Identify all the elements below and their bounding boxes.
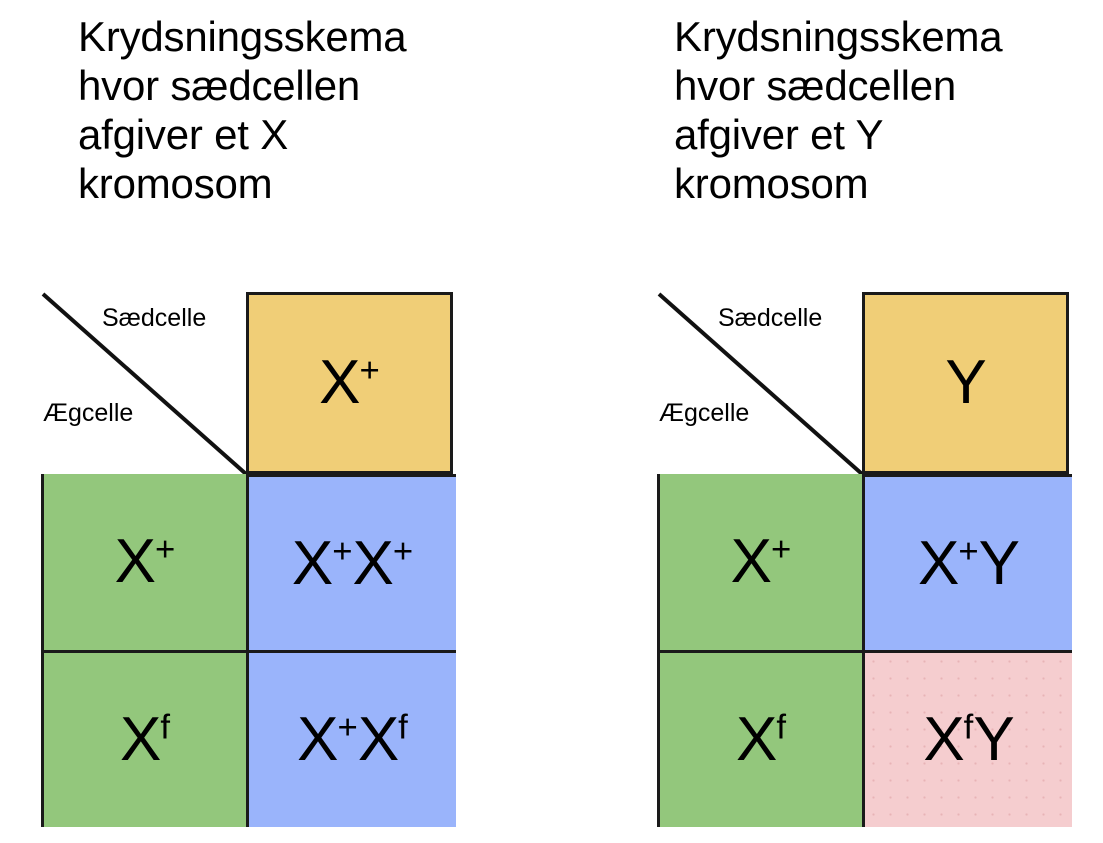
diagonal-divider-icon: [41, 292, 248, 476]
egg-gamete-label-left-1: X+: [114, 527, 176, 596]
offspring-label-right-r1c1: X+Y: [918, 528, 1020, 598]
axis-header-left: Sædcelle Ægcelle: [41, 292, 248, 476]
axis-label-sperm-left: Sædcelle: [102, 304, 207, 332]
egg-gamete-cell-right-2: Xf: [660, 650, 865, 827]
egg-gamete-cell-left-1: X+: [44, 474, 249, 650]
axis-header-right: Sædcelle Ægcelle: [657, 292, 864, 476]
punnett-square-left: Sædcelle Ægcelle X+ X+ X+X+ Xf X+Xf: [41, 292, 456, 827]
axis-label-egg-right: Ægcelle: [659, 399, 750, 427]
punnett-panel-x: Krydsningsskema hvor sædcellen afgiver e…: [41, 13, 456, 827]
axis-label-sperm-right: Sædcelle: [718, 304, 823, 332]
punnett-grid-left: X+ X+X+ Xf X+Xf: [41, 474, 456, 827]
punnett-grid-right: X+ X+Y Xf XfY: [657, 474, 1072, 827]
egg-gamete-label-right-1: X+: [730, 527, 792, 596]
sperm-gamete-cell-left: X+: [246, 292, 453, 474]
offspring-cell-left-r2c1: X+Xf: [249, 650, 456, 827]
punnett-panel-y: Krydsningsskema hvor sædcellen afgiver e…: [616, 0, 1103, 843]
page-title-left: Krydsningsskema hvor sædcellen afgiver e…: [78, 13, 407, 207]
sperm-gamete-label-right: Y: [945, 348, 986, 417]
offspring-label-right-r2c1: XfY: [923, 705, 1014, 774]
egg-gamete-cell-left-2: Xf: [44, 650, 249, 827]
punnett-square-right: Sædcelle Ægcelle Y X+ X+Y Xf XfY: [657, 292, 1072, 827]
egg-gamete-label-left-2: Xf: [119, 705, 170, 774]
sperm-gamete-cell-right: Y: [862, 292, 1069, 474]
offspring-cell-right-r2c1: XfY: [865, 650, 1072, 827]
page-title-right: Krydsningsskema hvor sædcellen afgiver e…: [674, 13, 1003, 207]
egg-gamete-cell-right-1: X+: [660, 474, 865, 650]
offspring-cell-right-r1c1: X+Y: [865, 474, 1072, 650]
offspring-label-left-r2c1: X+Xf: [297, 705, 408, 774]
sperm-gamete-label-left: X+: [319, 348, 380, 417]
diagonal-divider-icon: [657, 292, 864, 476]
egg-gamete-label-right-2: Xf: [735, 705, 786, 774]
offspring-label-left-r1c1: X+X+: [291, 528, 414, 598]
offspring-cell-left-r1c1: X+X+: [249, 474, 456, 650]
axis-label-egg-left: Ægcelle: [43, 399, 134, 427]
